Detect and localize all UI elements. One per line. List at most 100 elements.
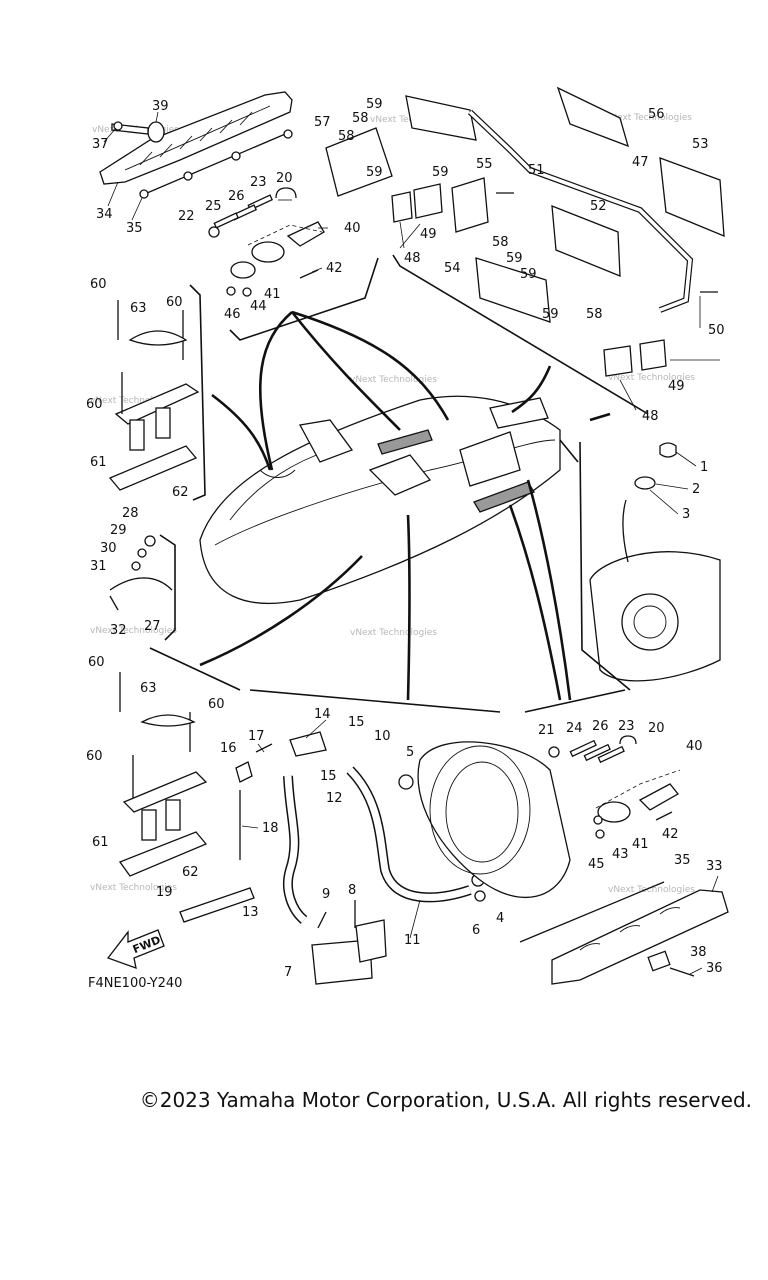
- callout-50: 50: [708, 323, 725, 338]
- callout-63: 63: [140, 681, 157, 696]
- callout-40: 40: [344, 221, 361, 236]
- callout-57: 57: [314, 115, 331, 130]
- callout-48: 48: [404, 251, 421, 266]
- callout-28: 28: [122, 506, 139, 521]
- callout-60: 60: [86, 397, 103, 412]
- leader-lines: [103, 111, 720, 975]
- callout-5: 5: [406, 745, 414, 760]
- callout-41: 41: [264, 287, 281, 302]
- watermark: vNext Technologies: [350, 375, 437, 385]
- callout-41: 41: [632, 837, 649, 852]
- copyright-notice: ©2023 Yamaha Motor Corporation, U.S.A. A…: [139, 1088, 752, 1112]
- callout-35: 35: [674, 853, 691, 868]
- watercraft-body: [199, 395, 561, 605]
- callout-10: 10: [374, 729, 391, 744]
- callout-46: 46: [224, 307, 241, 322]
- callout-29: 29: [110, 523, 127, 538]
- callout-12: 12: [326, 791, 343, 806]
- callout-45: 45: [588, 857, 605, 872]
- callout-24: 24: [566, 721, 583, 736]
- callout-61: 61: [92, 835, 109, 850]
- callout-58: 58: [586, 307, 603, 322]
- callout-59: 59: [542, 307, 559, 322]
- rail-group-lower-right: [519, 735, 729, 985]
- watermark: vNext Technologies: [605, 113, 692, 123]
- callout-56: 56: [648, 107, 665, 122]
- callout-59: 59: [432, 165, 449, 180]
- watermark: vNext Technologies: [90, 626, 177, 636]
- callout-49: 49: [668, 379, 685, 394]
- callout-38: 38: [690, 945, 707, 960]
- callout-60: 60: [166, 295, 183, 310]
- callout-7: 7: [284, 965, 292, 980]
- callout-23: 23: [618, 719, 635, 734]
- watermark: vNext Technologies: [350, 628, 437, 638]
- callout-33: 33: [706, 859, 723, 874]
- callout-23: 23: [250, 175, 267, 190]
- callout-27: 27: [144, 619, 161, 634]
- callout-20: 20: [648, 721, 665, 736]
- callout-11: 11: [404, 933, 421, 948]
- callout-1: 1: [700, 460, 708, 475]
- callout-59: 59: [506, 251, 523, 266]
- callout-63: 63: [130, 301, 147, 316]
- callout-58: 58: [352, 111, 369, 126]
- rail-group-top-right: [325, 86, 725, 377]
- callout-59: 59: [366, 97, 383, 112]
- callout-58: 58: [338, 129, 355, 144]
- callout-58: 58: [492, 235, 509, 250]
- callout-49: 49: [420, 227, 437, 242]
- callout-20: 20: [276, 171, 293, 186]
- callout-59: 59: [520, 267, 537, 282]
- callout-43: 43: [612, 847, 629, 862]
- callout-9: 9: [322, 887, 330, 902]
- callout-61: 61: [90, 455, 107, 470]
- callout-39: 39: [152, 99, 169, 114]
- callout-19: 19: [156, 885, 173, 900]
- hose-group: [179, 731, 571, 985]
- handle-group-lower: [118, 672, 208, 877]
- callout-42: 42: [326, 261, 343, 276]
- callout-14: 14: [314, 707, 331, 722]
- callout-47: 47: [632, 155, 649, 170]
- callout-6: 6: [472, 923, 480, 938]
- callout-18: 18: [262, 821, 279, 836]
- callout-60: 60: [86, 749, 103, 764]
- callout-31: 31: [90, 559, 107, 574]
- bracket-group-27: [109, 535, 173, 611]
- callout-2: 2: [692, 482, 700, 497]
- callout-13: 13: [242, 905, 259, 920]
- callout-59: 59: [366, 165, 383, 180]
- watermark: vNext Technologies: [608, 373, 695, 383]
- callout-60: 60: [208, 697, 225, 712]
- callout-62: 62: [182, 865, 199, 880]
- callout-51: 51: [528, 163, 545, 178]
- callout-60: 60: [88, 655, 105, 670]
- callout-16: 16: [220, 741, 237, 756]
- callout-26: 26: [592, 719, 609, 734]
- handle-group-upper: [108, 300, 200, 491]
- callout-17: 17: [248, 729, 265, 744]
- fwd-arrow-icon: FWD: [106, 929, 165, 969]
- callout-55: 55: [476, 157, 493, 172]
- group-brackets: [149, 254, 649, 713]
- callout-34: 34: [96, 207, 113, 222]
- callout-35: 35: [126, 221, 143, 236]
- callout-26: 26: [228, 189, 245, 204]
- callout-21: 21: [538, 723, 555, 738]
- callout-30: 30: [100, 541, 117, 556]
- jet-pump-nozzle: [589, 442, 721, 682]
- watermark: vNext Technologies: [90, 396, 177, 406]
- callout-40: 40: [686, 739, 703, 754]
- rail-group-top-left: [99, 91, 325, 297]
- callout-54: 54: [444, 261, 461, 276]
- diagram-code: F4NE100-Y240: [88, 976, 183, 991]
- callout-22: 22: [178, 209, 195, 224]
- callout-32: 32: [110, 623, 127, 638]
- callout-52: 52: [590, 199, 607, 214]
- callout-60: 60: [90, 277, 107, 292]
- callout-44: 44: [250, 299, 267, 314]
- callout-3: 3: [682, 507, 690, 522]
- callout-15: 15: [320, 769, 337, 784]
